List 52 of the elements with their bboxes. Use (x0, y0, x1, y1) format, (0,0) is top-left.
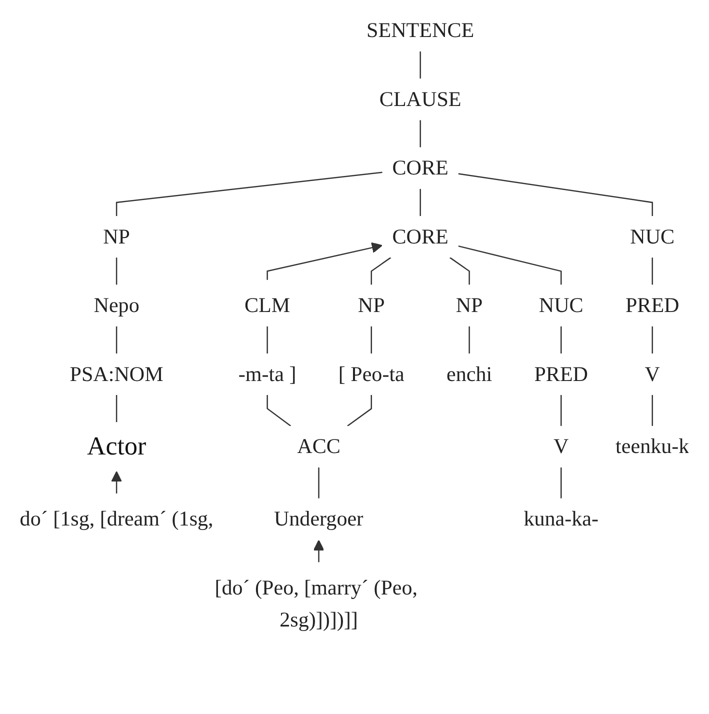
node-text: Undergoer (274, 507, 364, 531)
node-text: NUC (630, 224, 675, 248)
node-text: CORE (392, 156, 448, 180)
connector (266, 395, 292, 426)
node-text: Nepo (94, 293, 140, 317)
connector (347, 395, 372, 426)
node-text: NP (358, 293, 385, 317)
arrow (313, 540, 324, 562)
node-text: NP (456, 293, 483, 317)
node-text: NUC (538, 293, 584, 317)
connector (652, 326, 653, 354)
node-text: [ Peo-ta (338, 362, 404, 386)
node-text: CLAUSE (379, 87, 462, 111)
connector (450, 257, 470, 285)
node-text: PSA:NOM (70, 362, 164, 386)
node-text: Actor (86, 430, 146, 461)
connector (116, 172, 382, 216)
node-text: PRED (625, 293, 680, 317)
connector (420, 51, 421, 79)
connector (116, 258, 118, 285)
node-text: enchi (446, 362, 492, 386)
connector (468, 326, 470, 354)
connector (370, 326, 372, 354)
connector (560, 395, 562, 426)
node-text: PRED (534, 362, 588, 386)
connector (116, 326, 118, 354)
arrow (111, 471, 122, 494)
node-text: V (554, 434, 569, 458)
connector (420, 120, 421, 148)
node-text: V (644, 362, 660, 386)
connector (652, 258, 653, 285)
connector (560, 467, 562, 498)
node-text: CORE (392, 224, 448, 248)
connector (420, 188, 421, 216)
connector (458, 245, 562, 285)
connector (266, 326, 268, 354)
node-text: [do´ (Peo, [marry´ (Peo, 2sg)])])]] (214, 576, 418, 631)
node-text: ACC (297, 434, 340, 458)
arrow (266, 242, 382, 280)
node-text: kuna-ka- (524, 507, 599, 531)
connector (318, 467, 320, 498)
node-text: CLM (244, 293, 290, 317)
connector (370, 257, 392, 285)
node-text: NP (103, 224, 130, 248)
connector (116, 395, 118, 422)
node-text: do´ [1sg, [dream´ (1sg, (20, 507, 214, 531)
connector (458, 173, 653, 216)
connector (560, 326, 562, 354)
node-text: teenku-k (616, 434, 690, 458)
node-text: -m-ta ] (238, 362, 296, 386)
connector (652, 395, 653, 426)
node-text: SENTENCE (366, 18, 474, 42)
